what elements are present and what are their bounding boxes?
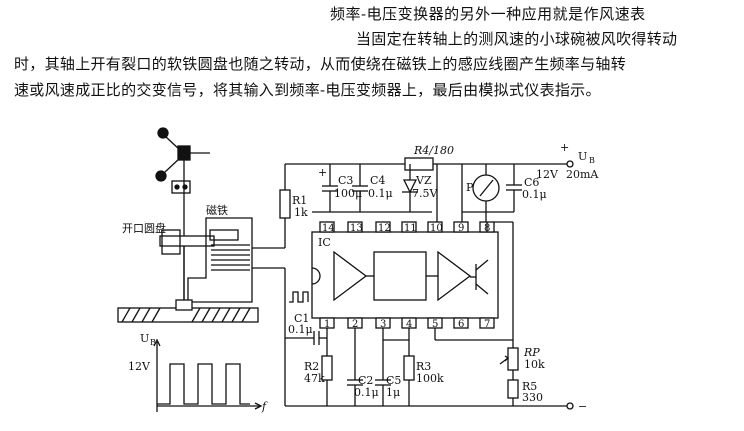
r1-resistor <box>279 189 291 219</box>
input-pulse-symbol <box>289 291 309 303</box>
c6-value: 0.1μ <box>522 188 547 201</box>
c5-name: C5 <box>386 374 401 387</box>
r4-label: R4/180 <box>413 144 454 157</box>
c3-plus: + <box>318 166 327 179</box>
comparator-1 <box>333 250 368 302</box>
c1-name: C1 <box>294 312 309 325</box>
r3-value: 100k <box>416 372 444 385</box>
vz-name: VZ <box>415 174 432 187</box>
meter-label: P <box>466 181 474 194</box>
pin-5: 5 <box>432 319 438 330</box>
pin-7: 7 <box>484 319 490 330</box>
pin-10: 10 <box>430 223 443 234</box>
c3-value: 100μ <box>334 187 362 200</box>
pin-9: 9 <box>458 223 464 234</box>
supply-current: 20mA <box>566 168 599 181</box>
c6-name: C6 <box>524 176 539 189</box>
vz-value: 7.5V <box>412 187 438 200</box>
slotted-disc-label: 开口圆盘 <box>122 221 166 235</box>
supply-voltage: 12V <box>536 168 559 181</box>
pin-6: 6 <box>458 319 464 330</box>
c2-value: 0.1μ <box>354 386 379 399</box>
r3-resistor <box>403 355 415 381</box>
c1-value: 0.1μ <box>288 323 313 336</box>
minus-sign: − <box>578 400 587 413</box>
c5-value: 1μ <box>386 386 400 399</box>
r1-name: R1 <box>292 194 307 207</box>
page-title: 频率-电压变换器的另外一种应用就是作风速表 <box>330 5 646 23</box>
ub-label: U <box>578 150 587 163</box>
pin-3: 3 <box>380 319 386 330</box>
pin-11: 11 <box>404 223 417 234</box>
ic-internal-block <box>373 251 427 301</box>
waveform-y-subscript: B <box>150 338 156 347</box>
r1-value: 1k <box>294 206 308 219</box>
anemometer-cups <box>155 127 210 310</box>
waveform-level: 12V <box>128 360 151 373</box>
pin-14: 14 <box>322 223 335 234</box>
r3-name: R3 <box>416 360 431 373</box>
zener-diode <box>402 179 418 194</box>
plus-sign: + <box>560 141 569 154</box>
c4-value: 0.1μ <box>368 187 393 200</box>
magnet-label: 磁铁 <box>206 204 228 217</box>
square-wave-plot <box>153 338 263 412</box>
slotted-disc <box>159 229 215 310</box>
r5-name: R5 <box>522 380 537 393</box>
pin-12: 12 <box>378 223 391 234</box>
rp-name: RP <box>523 346 540 359</box>
waveform-y-label: U <box>140 332 149 345</box>
ic-label: IC <box>318 236 331 249</box>
ub-subscript: B <box>589 156 595 165</box>
magnet <box>187 217 285 303</box>
c4-name: C4 <box>370 174 385 187</box>
pin-8: 8 <box>484 223 490 234</box>
r4-resistor <box>404 157 434 171</box>
paragraph-line-1: 当固定在转轴上的测风速的小球碗被风吹得转动 <box>356 30 678 48</box>
waveform-x-label: f <box>261 400 268 413</box>
paragraph-line-2: 时，其轴上开有裂口的软铁圆盘也随之转动，从而使绕在磁铁上的感应线圈产生频率与轴转 <box>14 55 627 73</box>
pin-1: 1 <box>324 319 330 330</box>
pin-13: 13 <box>350 223 363 234</box>
r2-value: 47k <box>304 372 325 385</box>
r5-value: 330 <box>522 391 543 404</box>
rp-value: 10k <box>524 358 545 371</box>
c3-name: C3 <box>338 174 353 187</box>
base-mount <box>117 299 259 323</box>
pin-4: 4 <box>406 319 412 330</box>
rp-potentiometer <box>507 347 519 371</box>
r2-name: R2 <box>304 360 319 373</box>
pin-2: 2 <box>352 319 358 330</box>
r5-resistor <box>507 379 519 399</box>
c2-name: C2 <box>358 374 373 387</box>
paragraph-line-3: 速或风速成正比的交变信号，将其输入到频率-电压变频器上，最后由模拟式仪表指示。 <box>14 81 601 99</box>
